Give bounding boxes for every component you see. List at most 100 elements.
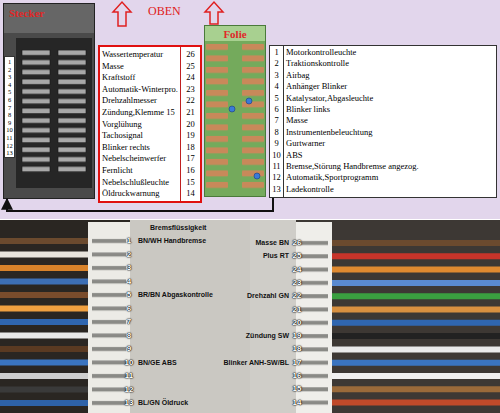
table-cell: Katalysator,Abgasleuchte [286, 93, 494, 104]
node-title: Folie [205, 27, 265, 41]
pin-number: 16 [290, 371, 304, 381]
table-cell: 4 [270, 81, 283, 92]
table-cell: Masse [102, 61, 179, 73]
wire [0, 360, 90, 366]
wire [0, 373, 90, 379]
table-cell: 21 [181, 107, 200, 119]
pin-number: 2 [122, 250, 136, 260]
table-cell: 10 [270, 150, 283, 161]
table-cell: Automatik-Winterpro. [102, 84, 179, 96]
pin-number: 13 [122, 398, 136, 408]
direction-label: OBEN [148, 4, 188, 18]
connector-face [16, 38, 92, 188]
table-cell: 11 [5, 134, 14, 142]
pin-number: 25 [290, 251, 304, 261]
table-cell: Öldruckwarnung [102, 188, 179, 200]
wire [0, 292, 90, 298]
table-cell: 8 [5, 111, 14, 119]
table-cell: 13 [270, 184, 283, 195]
table-cell: Blinker rechts [102, 142, 179, 154]
wire [330, 333, 500, 339]
pin-number: 11 [122, 371, 136, 381]
pin-number: 12 [122, 385, 136, 395]
pin-number: 6 [122, 304, 136, 314]
up-arrow [113, 2, 131, 26]
pin-table: 1Motorkontrolleuchte2Traktionskontrolle3… [269, 45, 497, 198]
wire-connector [88, 236, 130, 413]
table-cell: Airbag [286, 70, 494, 81]
photo-right [250, 220, 500, 413]
table-cell: Ladekontrolle [286, 184, 494, 195]
wire [330, 386, 500, 392]
table-cell: Tachosignal [102, 130, 179, 142]
wire [330, 253, 500, 259]
foil-dot [229, 106, 235, 112]
table-cell: Bremse,Störung Handbremse angezog. [286, 161, 494, 172]
wire-label: Drehzahl GN [196, 291, 289, 301]
table-cell: Gurtwarner [286, 138, 494, 149]
table-cell: Drehzahlmesser [102, 95, 179, 107]
table-cell: 26 [181, 49, 200, 61]
pin-table: Wassertemperatur26Masse25Kraftstoff24Aut… [98, 45, 202, 203]
table-cell: 23 [181, 84, 200, 96]
wire-bundle [330, 243, 500, 403]
connector-photo: Stecker12345678910111213 [3, 3, 95, 199]
photo-right [250, 220, 296, 413]
pin-number: 9 [122, 344, 136, 354]
table-cell: 10 [5, 126, 14, 134]
pin-number: 17 [290, 358, 304, 368]
pin-number: 23 [290, 278, 304, 288]
table-cell: Traktionskontrolle [286, 58, 494, 69]
table-cell: 6 [270, 104, 283, 115]
table-cell: 2 [5, 66, 14, 74]
wire [0, 265, 90, 271]
table-cell: Blinker links [286, 104, 494, 115]
connector-line [7, 198, 273, 211]
table-cell: 7 [5, 104, 14, 112]
table-cell: 19 [181, 130, 200, 142]
wire [330, 360, 500, 366]
wire [0, 252, 90, 258]
pin-number: 3 [122, 263, 136, 273]
table-cell: Automatik,Sportprogramm [286, 172, 494, 183]
pin-number: 15 [290, 384, 304, 394]
table-cell: 1 [270, 47, 283, 58]
wire-connector [88, 222, 130, 413]
table-cell: 4 [5, 81, 14, 89]
foil-board [204, 25, 266, 41]
foil-dot [246, 98, 252, 104]
table-cell: Masse [286, 115, 494, 126]
table-cell: 13 [5, 149, 14, 157]
wire-label: BR/BN Abgaskontrolle [138, 290, 248, 300]
pin-number: 14 [290, 398, 304, 408]
table-cell: Kraftstoff [102, 72, 179, 84]
connector-housing [3, 3, 95, 199]
table-cell: 14 [181, 188, 200, 200]
wire-label: BN/WH Handbremse [138, 236, 248, 246]
wire [0, 346, 90, 352]
wire [330, 240, 500, 246]
table-cell: Zündung,Klemme 15 [102, 107, 179, 119]
table-cell: Fernlicht [102, 165, 179, 177]
table-cell: 16 [181, 165, 200, 177]
wire [330, 280, 500, 286]
wire [330, 346, 500, 352]
photo-left [0, 220, 250, 413]
wire-label: Bremsflüssigkeit [150, 223, 245, 233]
table-cell: 3 [5, 73, 14, 81]
table-cell: 6 [5, 96, 14, 104]
foil-photo: Folie [204, 25, 266, 197]
table-cell: 25 [181, 61, 200, 73]
wire [0, 387, 90, 393]
up-arrow [205, 2, 223, 24]
wire-bundle [0, 241, 90, 403]
wire-label: Masse BN [196, 238, 289, 248]
wire-label: BL/GN Öldruck [138, 398, 248, 408]
wire-label: Plus RT [196, 251, 289, 261]
table-cell: Nebelschlußleuchte [102, 177, 179, 189]
pin-number: 22 [290, 291, 304, 301]
wire [330, 400, 500, 406]
foil-dot [254, 173, 260, 179]
wire [0, 400, 90, 406]
wire [0, 333, 90, 339]
